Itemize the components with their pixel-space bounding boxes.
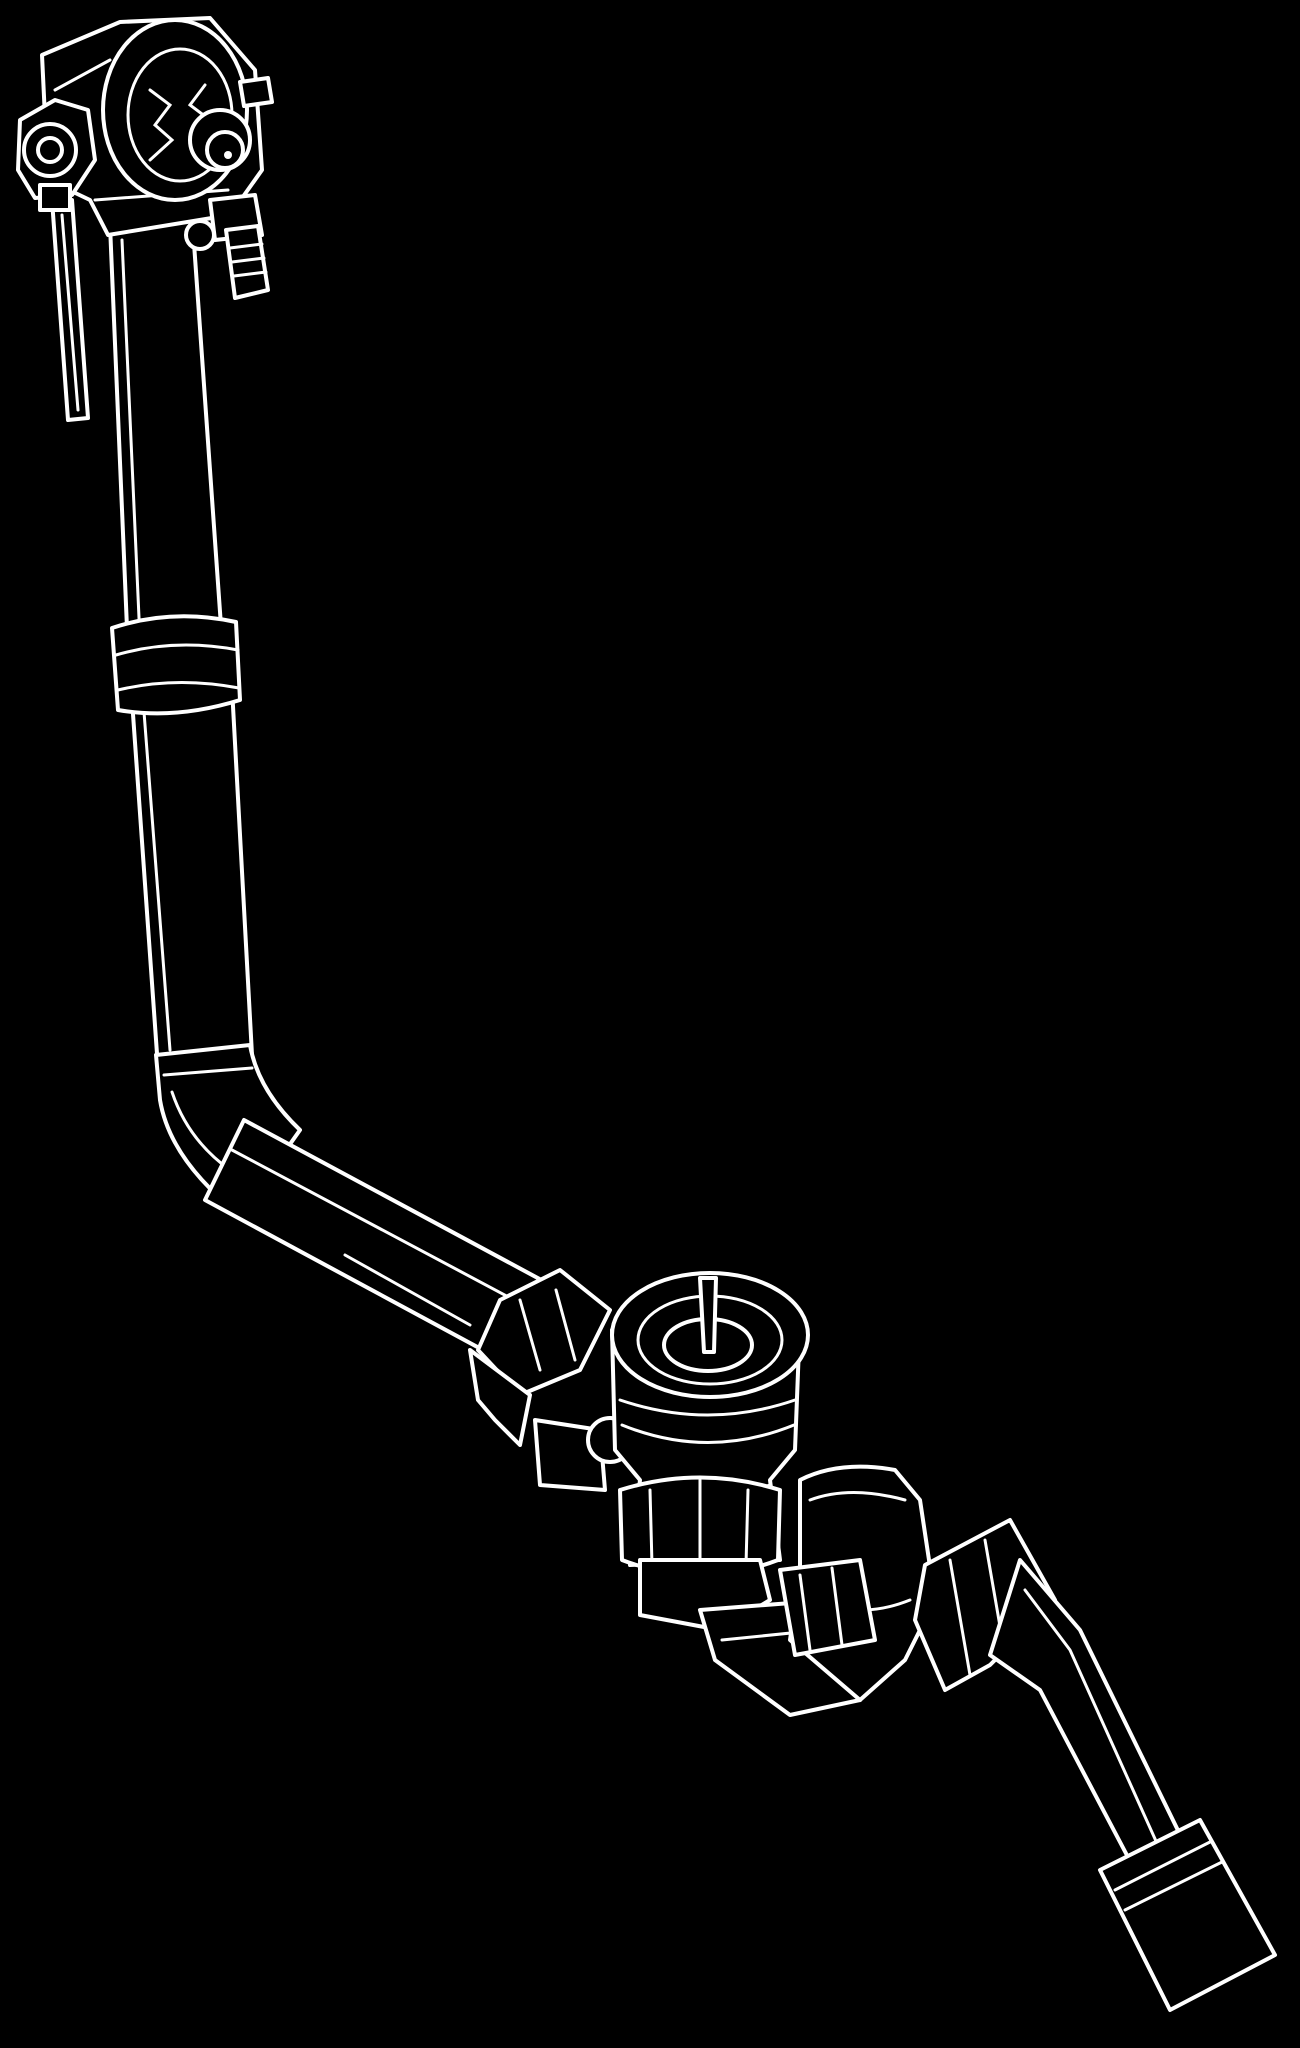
operating-rod <box>50 198 90 422</box>
outlet-pipe <box>988 1558 1192 1882</box>
overflow-side-nut <box>16 98 97 212</box>
overflow-rosette <box>101 18 252 202</box>
waste-plug-top <box>610 1271 810 1399</box>
diagonal-pipe-nut <box>468 1268 612 1447</box>
vertical-pipe <box>108 213 254 1070</box>
housing-clip <box>238 76 274 108</box>
pipe-coupling-sleeve <box>110 614 242 716</box>
outlet-spigot <box>1098 1818 1277 2012</box>
hose-barb <box>184 193 270 300</box>
trap-nut <box>778 1558 877 1657</box>
